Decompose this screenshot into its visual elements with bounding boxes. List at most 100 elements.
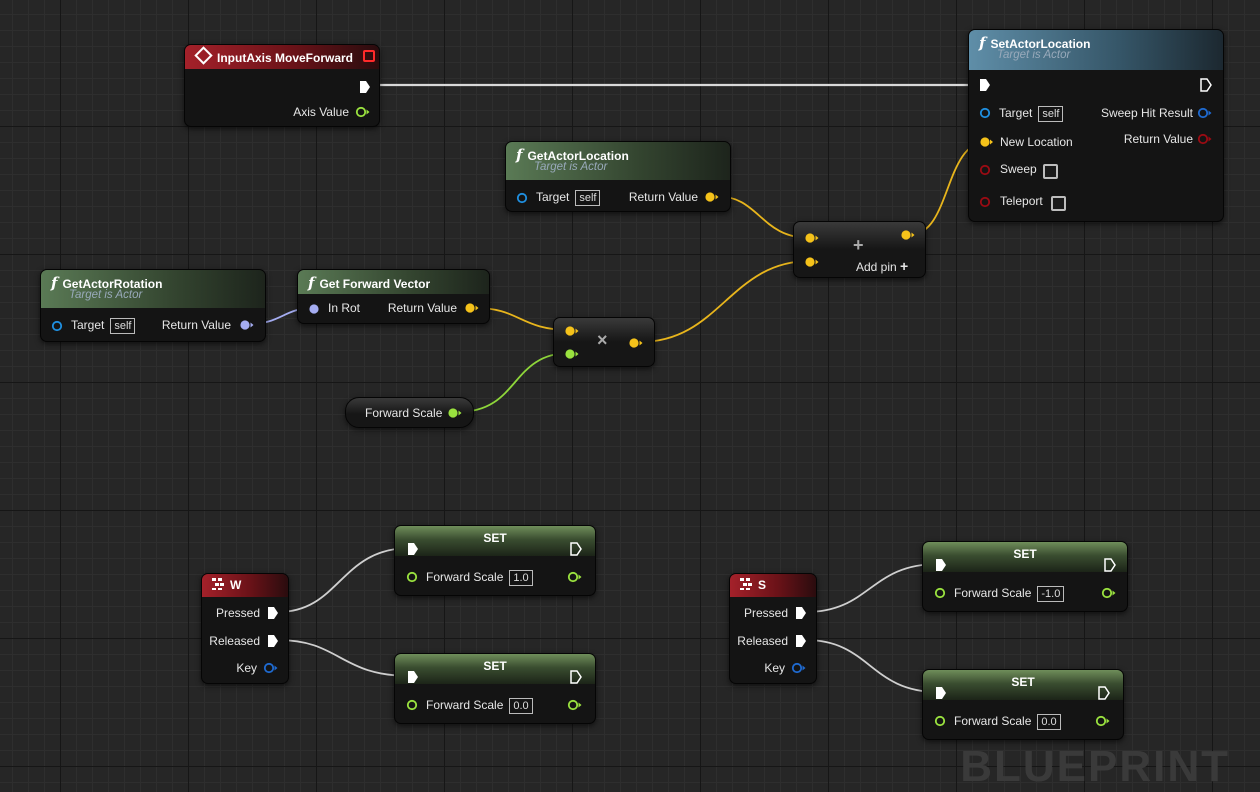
function-icon: f (516, 146, 523, 164)
float-out-pin-icon[interactable] (1101, 587, 1117, 599)
struct-out-pin-icon[interactable] (791, 662, 807, 674)
node-multiply[interactable]: × (553, 317, 655, 367)
float-in-pin-icon[interactable] (564, 348, 580, 360)
exec-out-pin-icon[interactable] (795, 606, 807, 620)
object-in-pin-icon[interactable] (51, 320, 65, 332)
struct-out-pin-icon[interactable] (263, 662, 279, 674)
vector-out-pin-icon[interactable] (628, 337, 644, 349)
add-pin-button[interactable]: Add pin + (856, 259, 908, 274)
exec-in-pin-icon[interactable] (407, 670, 419, 684)
exec-wire-s-released (805, 639, 939, 693)
forward-scale-value-field[interactable]: -1.0 (1037, 586, 1065, 602)
bool-out-pin-icon[interactable] (1197, 133, 1213, 145)
float-in-pin-icon[interactable] (406, 699, 420, 711)
self-default-box[interactable]: self (1038, 106, 1064, 122)
node-key-w[interactable]: W Pressed Released Key (201, 573, 289, 684)
forward-scale-value-field[interactable]: 0.0 (509, 698, 533, 714)
node-title: SET (1011, 675, 1035, 689)
exec-in-pin-icon[interactable] (979, 78, 991, 92)
exec-out-pin-icon[interactable] (267, 634, 279, 648)
node-header[interactable]: InputAxis MoveForward (185, 45, 379, 69)
object-in-pin-icon[interactable] (979, 107, 993, 119)
forward-scale-value-field[interactable]: 1.0 (509, 570, 533, 586)
node-header[interactable]: SET (923, 670, 1123, 700)
node-subtitle: Target is Actor (534, 161, 608, 173)
exec-out-pin-icon[interactable] (1200, 78, 1212, 92)
node-key-s[interactable]: S Pressed Released Key (729, 573, 817, 684)
node-set-forward-scale-s-pressed[interactable]: SET Forward Scale-1.0 (922, 541, 1128, 612)
node-header[interactable]: SET (395, 526, 595, 556)
exec-out-pin-icon[interactable] (570, 670, 582, 684)
vector-out-pin-icon[interactable] (900, 229, 916, 241)
self-default-box[interactable]: self (110, 318, 136, 334)
float-out-pin-icon[interactable] (355, 106, 371, 118)
exec-in-pin-icon[interactable] (935, 686, 947, 700)
float-out-pin-icon[interactable] (1095, 715, 1111, 727)
function-icon: f (308, 274, 315, 292)
rotator-in-pin-icon[interactable] (308, 303, 322, 315)
node-inputaxis-moveforward[interactable]: InputAxis MoveForward Axis Value (184, 44, 380, 127)
return-value-pin-label: Return Value (1123, 132, 1193, 146)
vector-in-pin-icon[interactable] (979, 136, 993, 148)
vector-in-pin-icon[interactable] (804, 256, 820, 268)
vector-out-pin-icon[interactable] (464, 302, 480, 314)
self-default-box[interactable]: self (575, 190, 601, 206)
in-rot-pin-label: In Rot (328, 301, 361, 315)
exec-in-pin-icon[interactable] (407, 542, 419, 556)
sweep-checkbox[interactable] (1043, 164, 1058, 179)
node-header[interactable]: S (730, 574, 816, 597)
exec-out-pin-icon[interactable] (795, 634, 807, 648)
vector-out-pin-icon[interactable] (704, 191, 720, 203)
node-forward-scale-getter[interactable]: Forward Scale (345, 397, 474, 428)
rotator-out-pin-icon[interactable] (239, 319, 255, 331)
exec-out-pin-icon[interactable] (1104, 558, 1116, 572)
float-out-pin-icon[interactable] (567, 699, 583, 711)
exec-out-pin-icon[interactable] (1098, 686, 1110, 700)
teleport-checkbox[interactable] (1051, 196, 1066, 211)
float-in-pin-icon[interactable] (934, 715, 948, 727)
float-out-pin-icon[interactable] (567, 571, 583, 583)
exec-in-pin-icon[interactable] (935, 558, 947, 572)
vector-in-pin-icon[interactable] (804, 232, 820, 244)
vector-in-pin-icon[interactable] (564, 325, 580, 337)
sweep-hit-result-pin-label: Sweep Hit Result (1100, 106, 1193, 120)
float-in-pin-icon[interactable] (934, 587, 948, 599)
forward-scale-pin-label: Forward Scale-1.0 (954, 586, 1065, 602)
exec-out-pin-icon[interactable] (570, 542, 582, 556)
float-in-pin-icon[interactable] (406, 571, 420, 583)
float-out-pin-icon[interactable] (447, 407, 463, 419)
return-value-pin-label: Return Value (161, 318, 231, 332)
node-header[interactable]: W (202, 574, 288, 597)
struct-out-pin-icon[interactable] (1197, 107, 1213, 119)
key-pin-label: Key (236, 661, 257, 675)
node-add[interactable]: + Add pin + (793, 221, 926, 278)
function-icon: f (51, 274, 58, 292)
forward-scale-value-field[interactable]: 0.0 (1037, 714, 1061, 730)
node-header[interactable]: SET (395, 654, 595, 684)
node-title: InputAxis MoveForward (217, 51, 354, 65)
object-in-pin-icon[interactable] (516, 192, 530, 204)
node-header[interactable]: SET (923, 542, 1127, 572)
bool-in-pin-icon[interactable] (979, 164, 993, 176)
released-pin-label: Released (209, 634, 260, 648)
bool-in-pin-icon[interactable] (979, 196, 993, 208)
node-title: SET (483, 531, 507, 545)
exec-out-pin-icon[interactable] (267, 606, 279, 620)
axis-value-label: Axis Value (293, 105, 349, 119)
forward-scale-label: Forward Scale (365, 406, 443, 420)
event-stop-icon (363, 50, 375, 62)
exec-out-pin-icon[interactable] (359, 80, 371, 94)
